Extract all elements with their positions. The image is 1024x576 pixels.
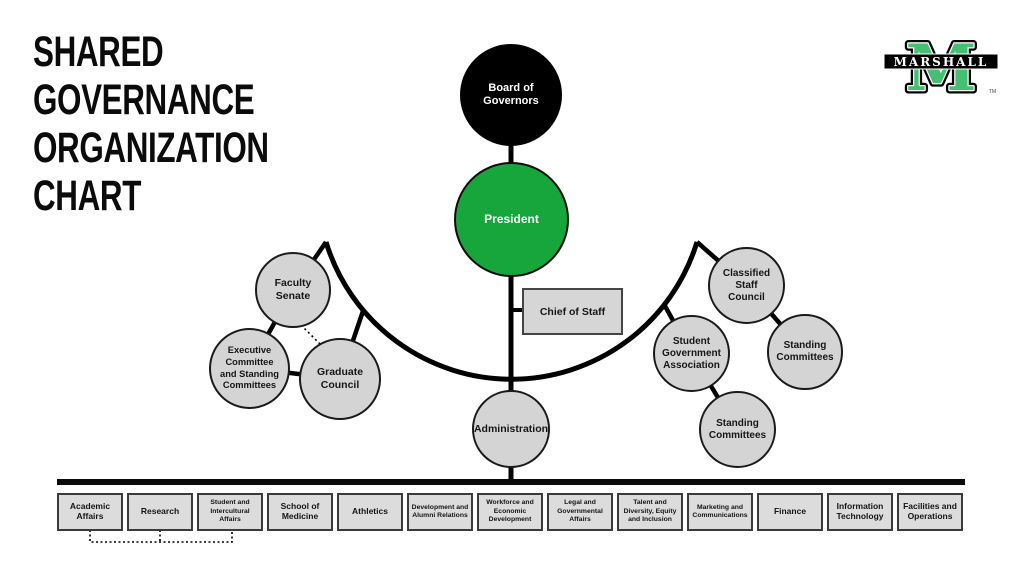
- node-board-of-governors-label: Board of Governors: [483, 81, 539, 107]
- node-administration-label: Administration: [473, 422, 549, 435]
- node-graduate-council-label: Graduate Council: [316, 366, 364, 391]
- page-title: SHARED GOVERNANCE ORGANIZATION CHART: [33, 28, 269, 220]
- node-chief-of-staff: Chief of Staff: [522, 288, 623, 335]
- node-board-of-governors: Board of Governors: [460, 44, 562, 146]
- node-president-label: President: [484, 212, 539, 227]
- node-administration: Administration: [472, 390, 550, 468]
- node-student-government-association-label: Student Government Association: [662, 335, 721, 371]
- marshall-logo: M M MARSHALL TM: [883, 28, 999, 110]
- department-bar: [57, 479, 965, 485]
- dotted-academic-bracket: [89, 530, 233, 543]
- marshall-logo-icon: M M MARSHALL TM: [883, 28, 999, 110]
- dept-school-of-medicine: School of Medicine: [267, 493, 333, 531]
- node-executive-committee: Executive Committee and Standing Committ…: [209, 328, 290, 409]
- dept-development-alumni: Development and Alumni Relations: [407, 493, 473, 531]
- node-student-government-association: Student Government Association: [653, 315, 730, 392]
- dept-finance: Finance: [757, 493, 823, 531]
- node-faculty-senate: Faculty Senate: [255, 252, 331, 328]
- node-president: President: [454, 162, 569, 277]
- node-standing-committees-classified: Standing Committees: [767, 314, 843, 390]
- dept-information-technology: Information Technology: [827, 493, 893, 531]
- dept-research: Research: [127, 493, 193, 531]
- dept-athletics: Athletics: [337, 493, 403, 531]
- node-executive-committee-label: Executive Committee and Standing Committ…: [220, 345, 279, 391]
- dept-talent-diversity: Talent and Diversity, Equity and Inclusi…: [617, 493, 683, 531]
- logo-wordmark: MARSHALL: [894, 55, 989, 69]
- dept-facilities-operations: Facilities and Operations: [897, 493, 963, 531]
- dept-marketing-communications: Marketing and Communications: [687, 493, 753, 531]
- node-chief-of-staff-label: Chief of Staff: [539, 305, 606, 318]
- department-row: Academic Affairs Research Student and In…: [57, 493, 963, 531]
- logo-trademark: TM: [989, 89, 996, 95]
- node-graduate-council: Graduate Council: [299, 338, 381, 420]
- node-standing-committees-sga-label: Standing Committees: [708, 417, 767, 441]
- dept-workforce-economic: Workforce and Economic Development: [477, 493, 543, 531]
- dept-student-intercultural: Student and Intercultural Affairs: [197, 493, 263, 531]
- node-standing-committees-classified-label: Standing Committees: [776, 340, 834, 363]
- dept-legal-governmental: Legal and Governmental Affairs: [547, 493, 613, 531]
- node-classified-staff-council: Classified Staff Council: [708, 247, 785, 324]
- arc-governance-curve: [323, 241, 700, 382]
- dept-academic-affairs: Academic Affairs: [57, 493, 123, 531]
- node-classified-staff-council-label: Classified Staff Council: [722, 267, 771, 303]
- node-standing-committees-sga: Standing Committees: [699, 391, 776, 468]
- node-faculty-senate-label: Faculty Senate: [274, 277, 312, 302]
